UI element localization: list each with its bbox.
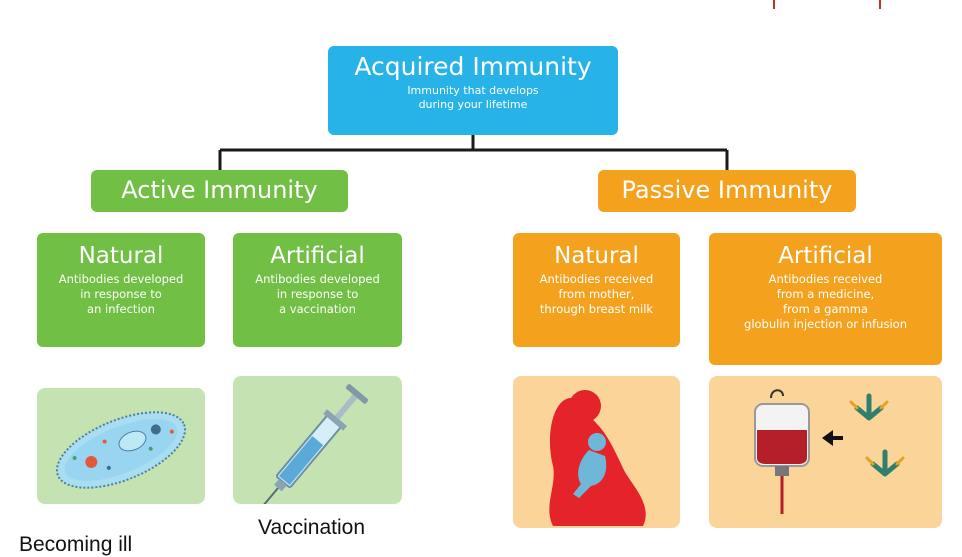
active-natural-desc: Antibodies developed in response to an i… (58, 272, 184, 316)
active-immunity-box: Active Immunity (91, 170, 348, 212)
syringe-icon (251, 384, 369, 520)
passive-natural-title: Natural (554, 243, 639, 269)
active-natural-card: Natural Antibodies developed in response… (37, 233, 205, 347)
acquired-immunity-title: Acquired Immunity (354, 52, 592, 81)
mother-baby-panel (513, 376, 680, 528)
becoming-ill-caption: Becoming ill (19, 533, 133, 556)
active-natural-title: Natural (78, 243, 164, 269)
vaccination-caption: Vaccination (258, 516, 366, 539)
corner-mark-right (879, 0, 881, 9)
tree-connectors (218, 134, 729, 170)
passive-artificial-title: Artificial (778, 243, 873, 269)
infusion-panel (709, 376, 942, 528)
passive-artificial-card: Artificial Antibodies received from a me… (709, 233, 942, 365)
passive-natural-card: Natural Antibodies received from mother,… (513, 233, 680, 347)
corner-mark-left (773, 0, 775, 9)
passive-artificial-desc: Antibodies received from a medicine, fro… (744, 272, 907, 331)
active-artificial-title: Artificial (270, 243, 365, 269)
acquired-immunity-box: Acquired Immunity Immunity that develops… (328, 46, 618, 135)
active-immunity-label: Active Immunity (121, 176, 318, 204)
infusion-antibody-icon (754, 389, 905, 514)
passive-immunity-label: Passive Immunity (621, 176, 833, 204)
passive-natural-desc: Antibodies received from mother, through… (539, 272, 654, 316)
acquired-immunity-subtitle: Immunity that develops during your lifet… (407, 84, 539, 111)
mother-baby-icon (549, 390, 646, 526)
bacterium-icon (55, 411, 187, 489)
active-artificial-desc: Antibodies developed in response to a va… (255, 272, 380, 316)
bacterium-panel (37, 388, 205, 504)
passive-immunity-box: Passive Immunity (598, 170, 856, 212)
syringe-panel (233, 376, 402, 520)
active-artificial-card: Artificial Antibodies developed in respo… (233, 233, 402, 347)
